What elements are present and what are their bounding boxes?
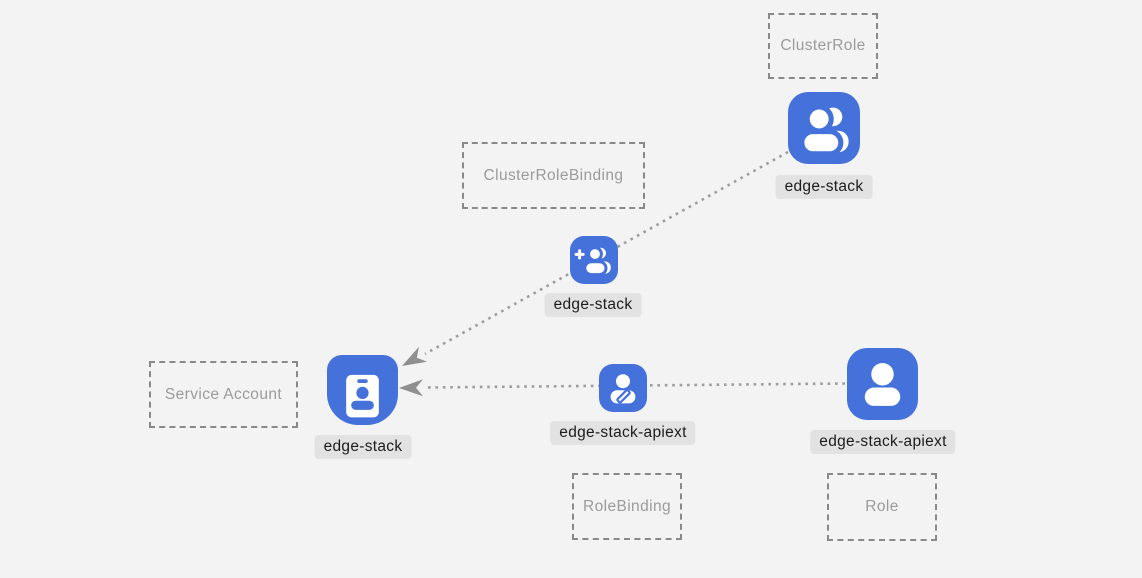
node-label-chip: edge-stack-apiext <box>550 421 696 446</box>
node-label-chip: edge-stack-apiext <box>810 430 956 455</box>
node-label-chip: edge-stack <box>544 293 642 318</box>
node-clusterrolebinding-edge-stack <box>570 236 618 284</box>
id-badge-icon <box>346 374 379 418</box>
arrowhead-icon <box>402 346 428 366</box>
user-icon <box>864 362 901 406</box>
node-serviceaccount-edge-stack <box>327 355 398 425</box>
node-label-chip: edge-stack <box>775 175 873 200</box>
type-box-role: Role <box>827 473 937 541</box>
users-icon <box>799 104 849 157</box>
type-box-serviceaccount: Service Account <box>149 361 298 428</box>
type-box-clusterrolebinding: ClusterRoleBinding <box>462 142 645 209</box>
type-box-label: Service Account <box>164 385 283 403</box>
node-clusterrole-edge-stack <box>788 92 860 164</box>
node-label-chip: edge-stack <box>314 435 412 460</box>
type-box-rolebinding: RoleBinding <box>572 473 682 540</box>
user-edit-icon <box>610 374 636 404</box>
type-box-label: Role <box>865 498 899 515</box>
type-box-label: ClusterRoleBinding <box>483 166 624 184</box>
node-role-edge-stack-apiext <box>847 348 918 420</box>
type-box-label: RoleBinding <box>583 497 671 515</box>
type-box-clusterrole: ClusterRole <box>768 13 878 79</box>
user-add-icon <box>574 246 611 277</box>
node-rolebinding-edge-stack-apiext <box>599 364 647 412</box>
type-box-label: ClusterRole <box>780 37 866 54</box>
arrowhead-icon <box>399 379 424 397</box>
